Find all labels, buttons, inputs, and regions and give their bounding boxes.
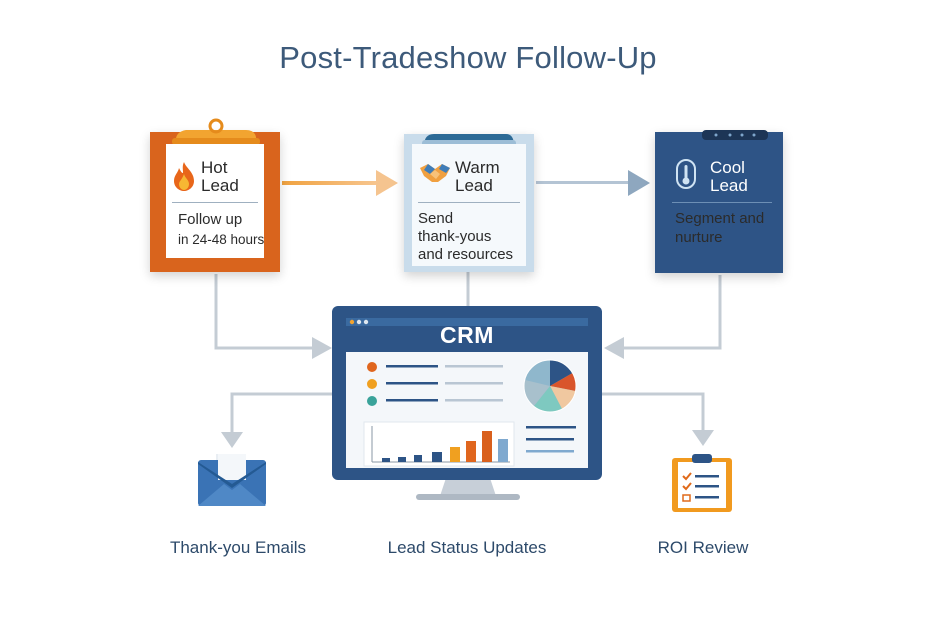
arrow-hot-to-crm [214, 274, 332, 359]
cool-lead-divider [672, 202, 772, 203]
diagram-title: Post-Tradeshow Follow-Up [279, 40, 657, 75]
hot-lead-body-line1: Follow up [178, 211, 243, 228]
cool-clip-icon [702, 130, 768, 140]
warm-lead-body-line2: thank-yous [418, 228, 492, 245]
hot-lead-body-line2: in 24-48 hours [178, 232, 265, 247]
warm-lead-paper [412, 144, 526, 266]
crm-monitor [332, 306, 602, 500]
crm-bar-chart [363, 421, 515, 467]
hot-clip-icon [172, 118, 260, 145]
cool-lead-body-line2: nurture [675, 229, 723, 246]
crm-pie-chart [523, 359, 577, 413]
hot-lead-paper [166, 144, 264, 258]
fire-icon [174, 162, 194, 191]
warm-lead-body-line1: Send [418, 210, 454, 227]
cool-lead-heading-line2: Lead [710, 176, 748, 195]
warm-lead-heading-line1: Warm [455, 158, 500, 177]
warm-lead-heading-line2: Lead [455, 176, 493, 195]
crm-list [367, 362, 503, 406]
hot-lead-divider [172, 202, 258, 203]
warm-lead-body-line3: and resources [418, 246, 514, 263]
lead-status-updates-label: Lead Status Updates [387, 538, 547, 557]
crm-label: CRM [440, 322, 494, 348]
hot-lead-heading-line2: Lead [201, 176, 239, 195]
envelope-icon [198, 454, 266, 506]
hot-lead-heading-line1: Hot [201, 158, 228, 177]
arrow-warm-to-cool [536, 170, 650, 196]
clipboard-checklist-icon [672, 454, 732, 512]
cool-lead-heading-line1: Cool [710, 158, 745, 177]
handshake-icon [420, 164, 450, 182]
thank-you-emails-label: Thank-you Emails [169, 538, 307, 557]
arrow-cool-to-crm [604, 275, 722, 359]
arrow-crm-to-emails [221, 392, 332, 448]
arrow-hot-to-warm [282, 170, 398, 196]
arrow-crm-to-roi [602, 392, 714, 446]
warm-lead-divider [418, 202, 520, 203]
roi-review-label: ROI Review [657, 538, 749, 557]
cool-lead-body-line1: Segment and [675, 210, 765, 227]
thermometer-icon [676, 159, 696, 189]
